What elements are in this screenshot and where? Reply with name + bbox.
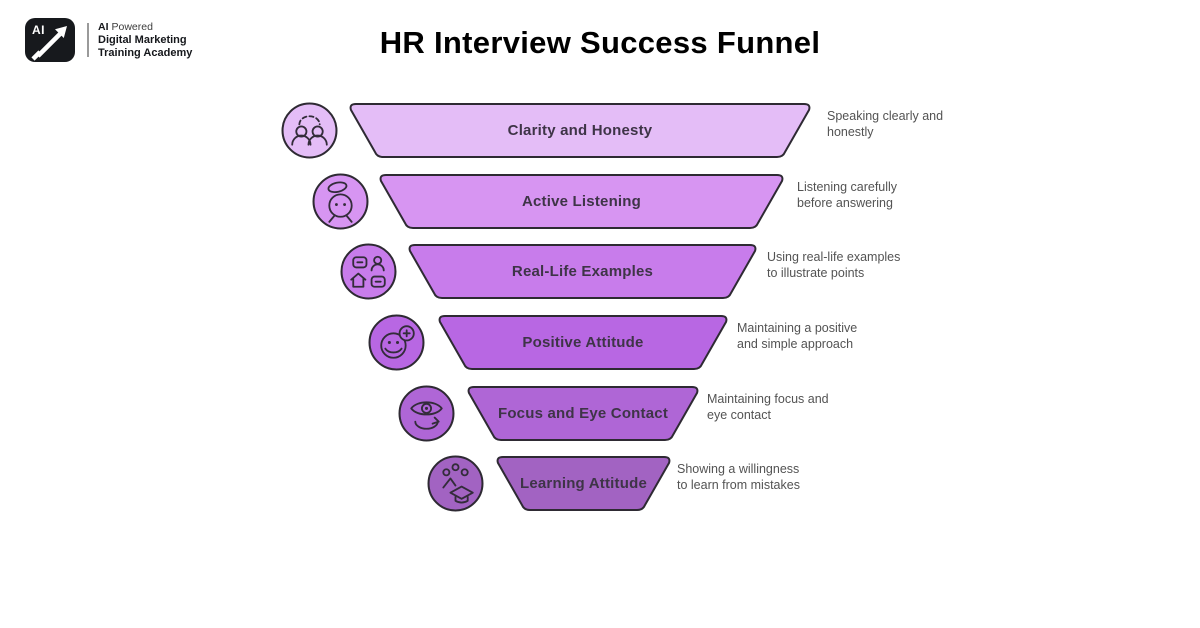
team-discussion-icon [281,102,338,159]
page-title: HR Interview Success Funnel [379,25,821,60]
funnel-bar: Clarity and Honesty [348,103,812,158]
funnel-description: Showing a willingness to learn from mist… [677,462,800,492]
funnel-bar-shape [349,103,811,158]
funnel-bar-label: Active Listening [521,193,642,210]
logo-line1-rest: Powered [111,20,153,33]
growth-arrow-icon [31,26,67,61]
funnel-description: Listening carefully before answering [797,180,898,210]
funnel-description: Maintaining focus and eye contact [707,392,829,422]
funnel-bar: Positive Attitude [437,315,729,370]
logo-ai-text: AI [32,23,45,37]
logo-divider [87,23,89,57]
funnel-description: Using real-life examples to illustrate p… [767,250,901,280]
logo-line2: Digital Marketing [98,33,187,46]
funnel-bar-shape [496,456,671,511]
funnel-bar: Focus and Eye Contact [466,386,700,441]
learning-cap-icon [427,455,484,512]
funnel-bar-label: Learning Attitude [519,475,647,492]
logo-mark: AI [25,18,75,62]
positive-smiley-icon [368,314,425,371]
funnel-bar: Real-Life Examples [407,244,758,299]
funnel-bar-shape [467,386,699,441]
listening-person-icon [312,173,369,230]
logo-line1-bold: AI [98,20,109,33]
logo-line3: Training Academy [98,46,193,59]
funnel-description: Speaking clearly and honestly [827,109,944,139]
examples-chat-icon [340,243,397,300]
funnel-bar-shape [438,315,728,370]
funnel-bar-label: Focus and Eye Contact [497,405,669,422]
funnel-bar-label: Positive Attitude [522,334,644,351]
funnel-bar-shape [379,174,784,229]
funnel-bar: Active Listening [378,174,785,229]
eye-focus-icon [398,385,455,442]
funnel-bar-shape [408,244,757,299]
funnel-bar: Learning Attitude [495,456,672,511]
funnel-bar-label: Clarity and Honesty [507,122,653,139]
funnel-description: Maintaining a positive and simple approa… [737,321,858,351]
funnel-bar-label: Real-Life Examples [511,263,654,280]
